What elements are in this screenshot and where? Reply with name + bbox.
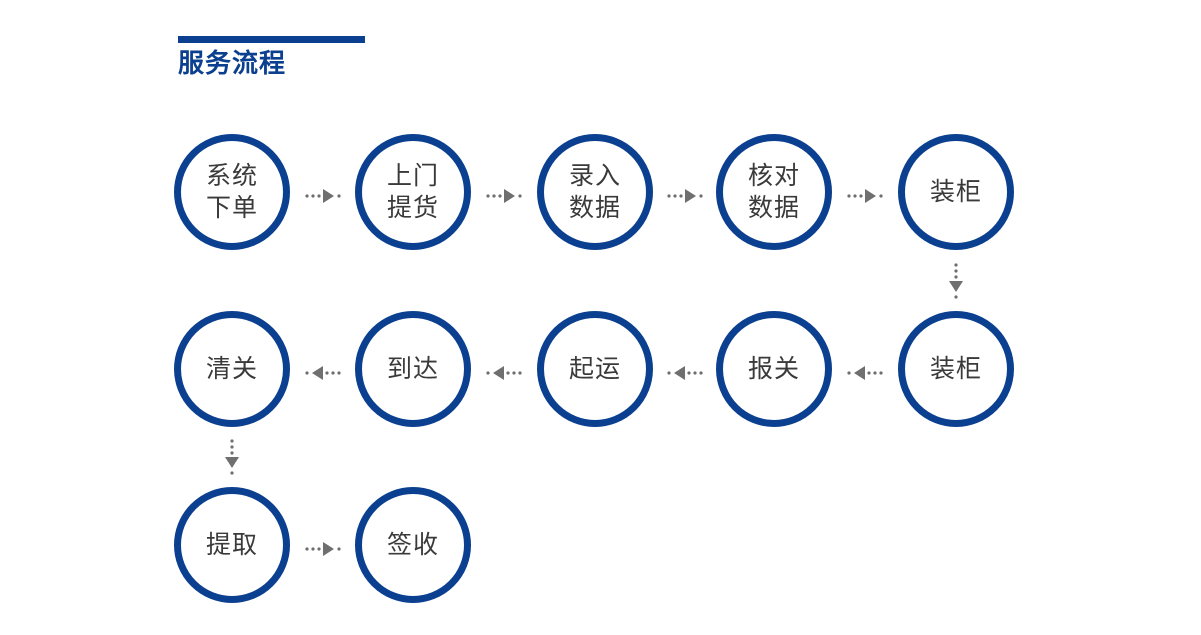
flow-step-node: 到达 <box>355 311 471 427</box>
flow-arrow-left-icon <box>484 353 524 393</box>
flow-step-label: 到达 <box>386 354 439 383</box>
flow-step-node: 上门提货 <box>355 134 471 250</box>
title-underline-bar <box>178 36 365 43</box>
flow-step-label: 起运 <box>568 354 621 383</box>
flow-step-node: 清关 <box>174 311 290 427</box>
flow-step-label: 核对数据 <box>747 161 800 222</box>
flow-step-label: 提取 <box>205 530 258 559</box>
flow-arrow-right-icon <box>845 176 885 216</box>
flow-step-label: 上门提货 <box>386 161 439 222</box>
flow-step-label: 系统下单 <box>205 161 258 222</box>
flow-step-node: 核对数据 <box>716 134 832 250</box>
flow-arrow-left-icon <box>665 353 705 393</box>
flow-step-node: 装柜 <box>898 134 1014 250</box>
flow-step-node: 录入数据 <box>537 134 653 250</box>
flow-step-node: 系统下单 <box>174 134 290 250</box>
page-title: 服务流程 <box>178 49 287 79</box>
flow-arrow-right-icon <box>665 176 705 216</box>
flow-arrow-right-icon <box>303 529 343 569</box>
flow-step-node: 提取 <box>174 487 290 603</box>
flow-step-label: 录入数据 <box>568 161 621 222</box>
flow-step-label: 报关 <box>747 354 800 383</box>
flow-arrow-left-icon <box>845 353 885 393</box>
flow-arrow-right-icon <box>303 176 343 216</box>
flow-step-node: 起运 <box>537 311 653 427</box>
flow-arrow-down-icon <box>212 437 252 477</box>
flow-step-node: 装柜 <box>898 311 1014 427</box>
flow-arrow-left-icon <box>303 353 343 393</box>
flow-step-node: 签收 <box>355 487 471 603</box>
flow-arrow-right-icon <box>484 176 524 216</box>
flow-step-node: 报关 <box>716 311 832 427</box>
flow-step-label: 装柜 <box>929 354 982 383</box>
flow-step-label: 签收 <box>386 530 439 559</box>
flow-arrow-down-icon <box>936 261 976 301</box>
flow-step-label: 装柜 <box>929 177 982 206</box>
flow-step-label: 清关 <box>205 354 258 383</box>
